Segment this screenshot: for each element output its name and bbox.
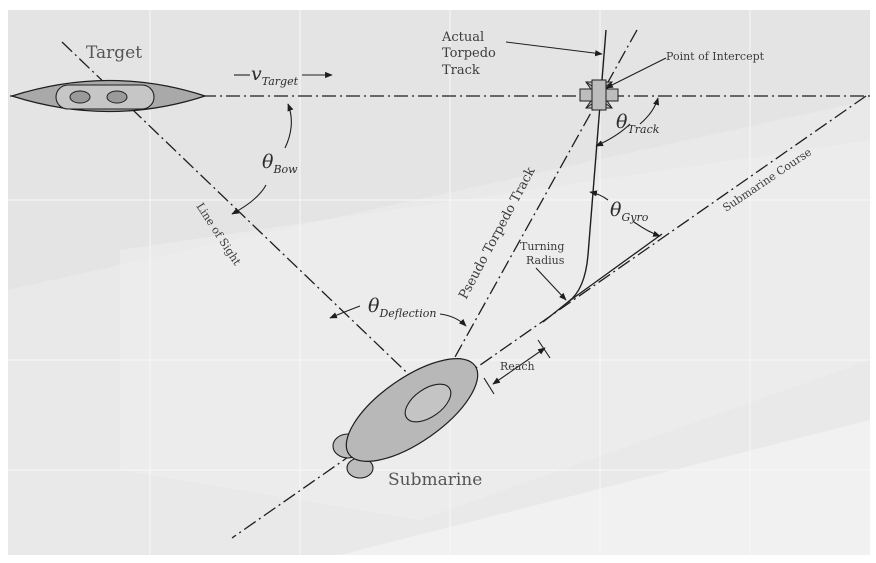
intercept-pointer — [605, 57, 667, 89]
upper-grid-plane — [8, 10, 870, 290]
theta-bow-arc-bottom — [231, 184, 267, 215]
actual-track-label-line-1: Actual — [441, 30, 484, 45]
reach-label: Reach — [500, 360, 535, 373]
theta-bow-symbol: θBow — [262, 151, 298, 176]
theta-bow-arc-top — [284, 103, 294, 149]
reach-dimension-line — [492, 347, 546, 385]
theta-gyro-arc — [589, 190, 609, 201]
reach-tick-end — [537, 339, 551, 359]
turning-radius-label-line-2: Radius — [526, 254, 565, 267]
point-of-intercept-icon — [579, 79, 619, 111]
theta-gyro-arc-end — [633, 221, 661, 237]
theta-deflection-arc-left — [329, 305, 361, 319]
target-ship — [10, 79, 207, 113]
submarine-hull — [332, 358, 479, 479]
gyro-reference-line — [567, 233, 663, 303]
reach-tick-start — [483, 377, 495, 395]
theta-track-pointer — [595, 123, 631, 147]
actual-track-pointer — [505, 41, 603, 57]
pseudo-torpedo-track-line — [444, 29, 638, 376]
theta-track-symbol: θTrack — [616, 111, 660, 136]
actual-track-label-line-3: Track — [442, 63, 480, 78]
submarine-label: Submarine — [388, 470, 482, 490]
theta-deflection-arc-right — [439, 313, 467, 327]
turning-radius-pointer — [535, 267, 567, 301]
v-target-symbol: vTarget — [251, 63, 299, 88]
point-of-intercept-label: Point of Intercept — [666, 50, 765, 63]
light-plane-band — [120, 140, 870, 520]
turning-radius-label-line-1: Turning — [520, 240, 564, 253]
actual-track-label-line-2: Torpedo — [442, 46, 496, 61]
target-label: Target — [86, 43, 142, 63]
theta-deflection-symbol: θDeflection — [368, 295, 436, 320]
theta-track-arc — [639, 97, 660, 125]
theta-gyro-symbol: θGyro — [610, 199, 649, 224]
